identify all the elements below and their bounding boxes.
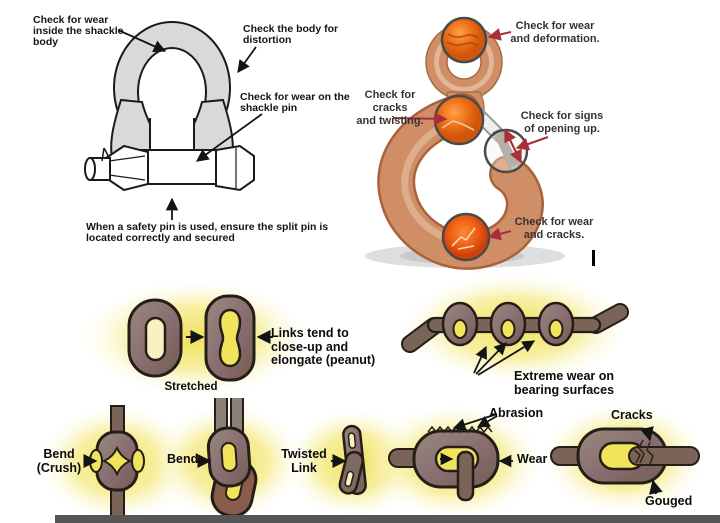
chain-label-cracks: Cracks (611, 408, 653, 422)
chain-label-bend: Bend (167, 452, 199, 466)
hook-graphic (365, 16, 565, 270)
shackle-label-distortion: Check the body for distortion (243, 23, 339, 47)
chain-label-gouged: Gouged (645, 494, 693, 508)
chain-graphics (39, 273, 706, 521)
chain-label-abrasion: Abrasion (489, 406, 544, 420)
hook-label-cracks-twisting: Check for cracks and twisting. (356, 89, 424, 127)
chain-label-twisted-link: Twisted Link (281, 447, 327, 475)
hook-label-wear-deformation: Check for wear and deformation. (510, 20, 600, 45)
chain-label-stretched-note: Links tend to close-up and elongate (pea… (271, 326, 376, 367)
chain-label-bend-crush: Bend (Crush) (36, 447, 82, 475)
chain-label-stretched: Stretched (164, 381, 218, 393)
shackle-label-pin-wear: Check for wear on the shackle pin (240, 91, 350, 115)
shackle-label-wear-body: Check for wear inside the shackle body (33, 14, 124, 49)
text-cursor (592, 250, 595, 266)
bottom-bar (55, 515, 720, 523)
chain-label-wear: Wear (517, 452, 548, 466)
shackle-label-safety-pin: When a safety pin is used, ensure the sp… (86, 221, 329, 245)
chain-label-extreme-wear: Extreme wear on bearing surfaces (514, 369, 615, 397)
hook-label-opening-up: Check for signs of opening up. (520, 110, 604, 135)
shackle-graphic (84, 21, 263, 220)
hook-label-wear-cracks: Check for wear and cracks. (514, 216, 594, 241)
